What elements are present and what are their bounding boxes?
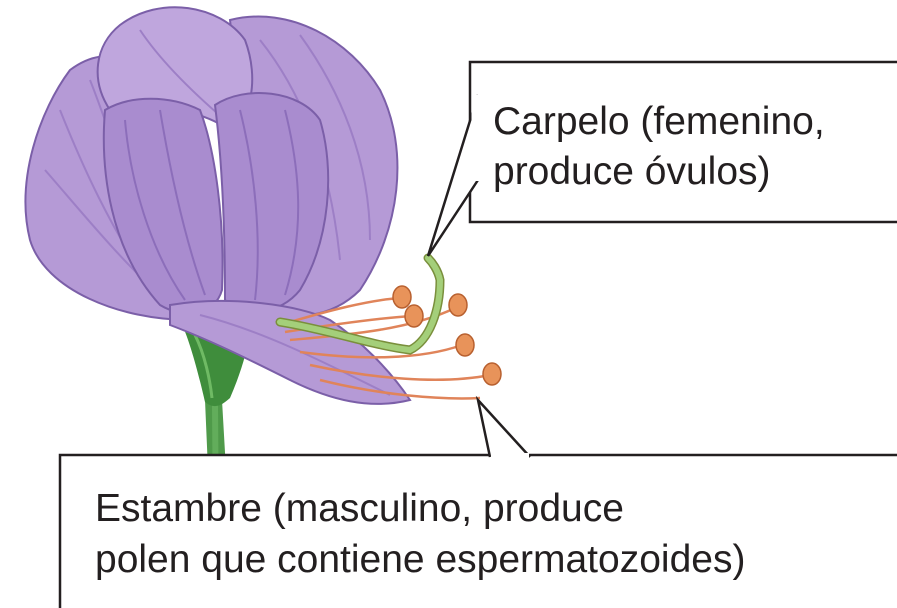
- carpel-callout-pointer: [426, 94, 480, 257]
- stamens: [279, 285, 502, 400]
- carpel-callout-box: [468, 60, 897, 224]
- carpel-label-line2: produce óvulos): [493, 150, 771, 193]
- anther: [482, 362, 502, 386]
- stamen-filament: [319, 378, 481, 400]
- carpel: [275, 253, 445, 355]
- anther: [404, 304, 424, 328]
- stamen-filament: [309, 363, 491, 381]
- stamen-callout: Estambre (masculino, produce polen que c…: [58, 395, 897, 608]
- anther: [448, 293, 468, 317]
- petal-inner-right: [213, 92, 330, 313]
- petal-inner-left: [102, 97, 224, 315]
- stamen-label-line1: Estambre (masculino, produce: [95, 487, 624, 530]
- anther: [455, 333, 475, 357]
- carpel-label-line1: Carpelo (femenino,: [493, 100, 825, 143]
- petal-lower: [169, 300, 412, 405]
- anther: [392, 285, 412, 309]
- carpel-callout: Carpelo (femenino, produce óvulos): [426, 60, 897, 257]
- stamen-filament: [299, 343, 463, 359]
- stamen-filament: [279, 296, 401, 327]
- stamen-label-line2: polen que contiene espermatozoides): [95, 538, 745, 581]
- stamen-callout-pointer: [475, 395, 531, 458]
- stamen-callout-box: [58, 453, 897, 608]
